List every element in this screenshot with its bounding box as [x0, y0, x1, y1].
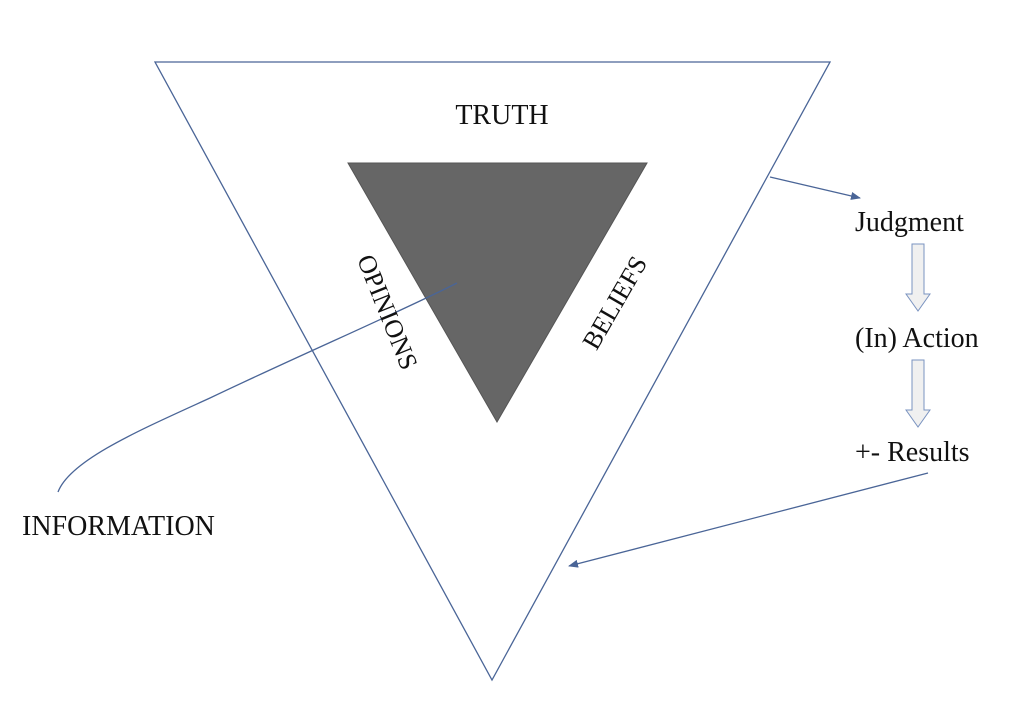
inner-triangle	[347, 162, 648, 424]
down-arrow-judgment-action	[905, 243, 931, 312]
judgment-arrow	[769, 176, 861, 200]
results-return-arrow	[568, 472, 929, 568]
judgment-label: Judgment	[855, 207, 964, 238]
beliefs-label: BELIEFS	[577, 251, 653, 354]
down-arrow-action-results	[905, 359, 931, 428]
information-label: INFORMATION	[22, 511, 215, 542]
results-label: +- Results	[855, 437, 970, 468]
outer-triangle	[153, 61, 832, 682]
action-label: (In) Action	[855, 323, 979, 354]
information-curve	[57, 282, 458, 493]
truth-label: TRUTH	[455, 100, 548, 131]
